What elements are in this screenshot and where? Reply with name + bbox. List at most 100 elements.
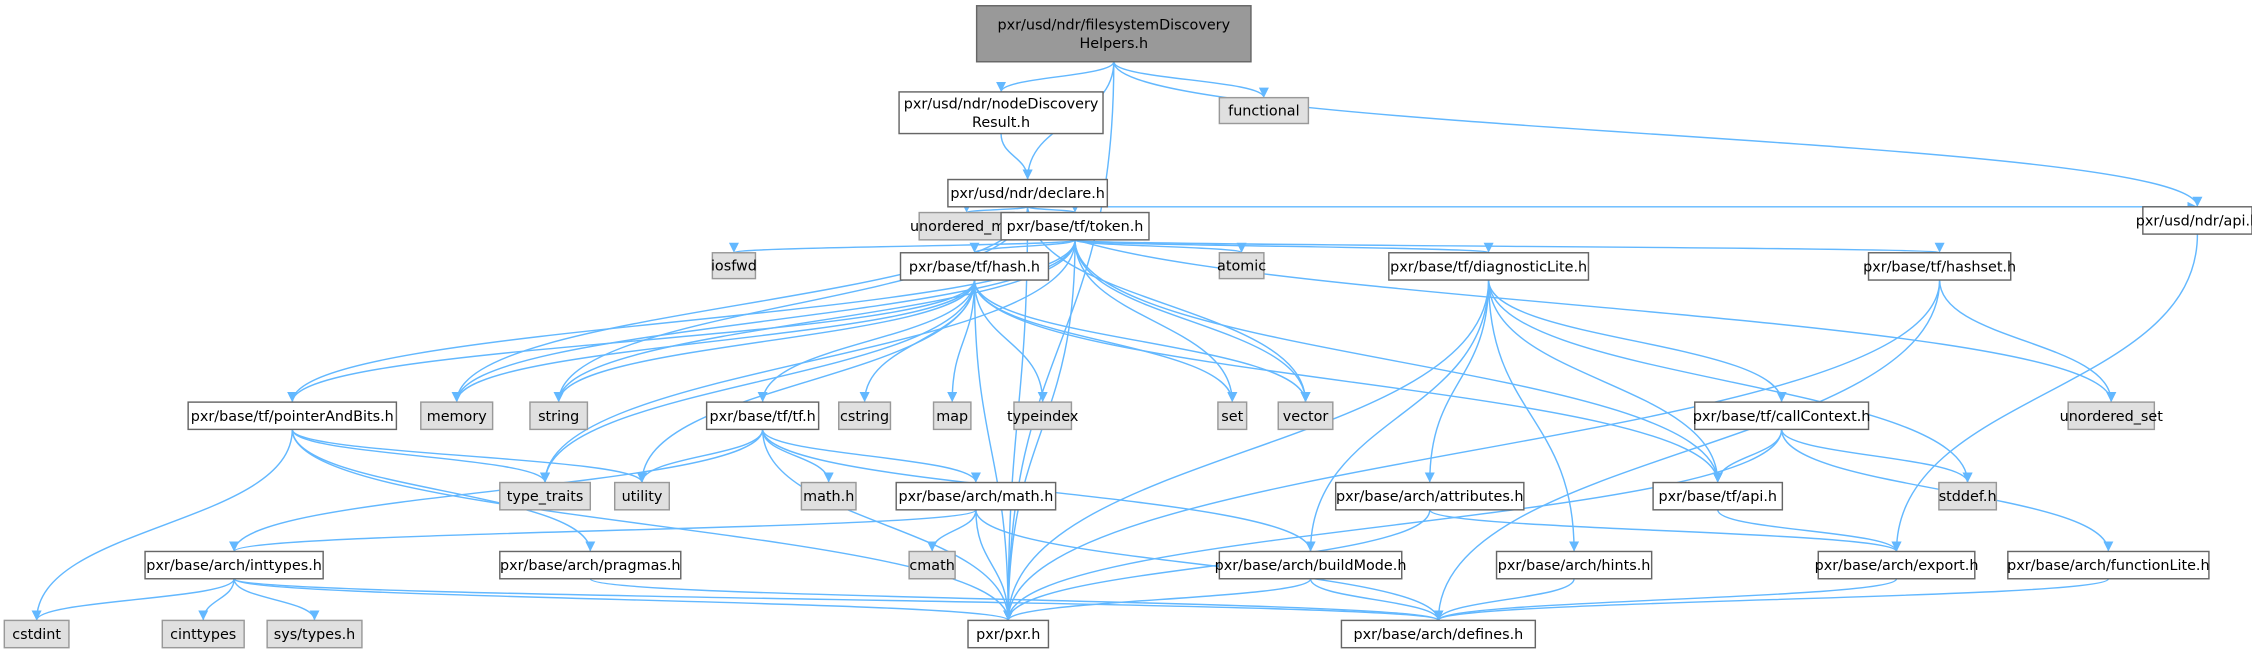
edge-ndrapi-to-export xyxy=(1891,234,2199,552)
edge-diag-to-pxr xyxy=(1003,280,1490,621)
node-buildmode[interactable]: pxr/base/arch/buildMode.h xyxy=(1215,550,1407,580)
edge-diag-to-attributes xyxy=(1424,280,1490,483)
node-memory: memory xyxy=(420,401,494,431)
edge-pab-to-type_traits xyxy=(291,429,550,483)
node-label: Result.h xyxy=(972,115,1030,131)
node-diag[interactable]: pxr/base/tf/diagnosticLite.h xyxy=(1388,252,1590,281)
edge-archmath-to-pxr xyxy=(975,509,1014,621)
edge-inttypes-to-cinttypes xyxy=(198,578,235,621)
node-box xyxy=(899,252,1050,281)
edge-declare-to-unordered_map xyxy=(961,202,1029,214)
edge-inttypes-to-defines xyxy=(233,578,1443,622)
edge-attributes-to-export xyxy=(1429,509,1902,553)
edge-hashset-to-pxr xyxy=(1003,280,1941,621)
node-box xyxy=(266,619,363,649)
node-box xyxy=(800,481,857,511)
node-box xyxy=(1218,96,1310,125)
edge-tf-to-inttypes xyxy=(229,429,764,552)
node-string: string xyxy=(529,401,589,431)
node-box xyxy=(908,550,956,580)
node-defines[interactable]: pxr/base/arch/defines.h xyxy=(1340,619,1537,649)
node-box xyxy=(1000,211,1150,241)
node-label: pxr/usd/ndr/declare.h xyxy=(950,186,1105,202)
edge-diag-to-callctx xyxy=(1487,280,1787,403)
node-label: pxr/base/arch/defines.h xyxy=(1354,627,1524,643)
node-label: pxr/base/arch/export.h xyxy=(1815,558,1979,574)
node-token[interactable]: pxr/base/tf/token.h xyxy=(1000,211,1150,241)
node-label: memory xyxy=(427,409,488,425)
node-funclite[interactable]: pxr/base/arch/functionLite.h xyxy=(2007,550,2210,580)
node-ndrapi[interactable]: pxr/usd/ndr/api.h xyxy=(2136,206,2252,235)
edge-declare-to-token xyxy=(1026,202,1080,214)
node-label: cstdint xyxy=(12,627,61,643)
node-box xyxy=(2007,550,2210,580)
edge-hash-to-tfapi xyxy=(973,280,1723,483)
node-box xyxy=(2142,206,2252,235)
node-set: set xyxy=(1217,401,1248,431)
node-hints[interactable]: pxr/base/arch/hints.h xyxy=(1495,550,1653,580)
node-box xyxy=(187,401,398,431)
node-tf[interactable]: pxr/base/tf/tf.h xyxy=(705,401,820,431)
node-tfapi[interactable]: pxr/base/tf/api.h xyxy=(1652,481,1784,511)
node-box xyxy=(420,401,494,431)
node-hashset[interactable]: pxr/base/tf/hashset.h xyxy=(1863,252,2016,281)
node-attributes[interactable]: pxr/base/arch/attributes.h xyxy=(1334,481,1525,511)
edge-export-to-defines xyxy=(1433,578,1898,622)
edge-diag-to-buildmode xyxy=(1305,280,1490,552)
edge-archmath-to-defines xyxy=(975,509,1444,621)
node-label: pxr/base/tf/tf.h xyxy=(710,409,816,425)
edge-hash-to-pxr xyxy=(973,280,1014,621)
node-callctx[interactable]: pxr/base/tf/callContext.h xyxy=(1693,401,1871,431)
node-declare[interactable]: pxr/usd/ndr/declare.h xyxy=(947,178,1109,208)
node-label: pxr/usd/ndr/filesystemDiscovery xyxy=(997,17,1230,33)
edge-hash-to-memory xyxy=(451,279,976,403)
node-box xyxy=(1938,481,1998,511)
edge-hash-to-pab xyxy=(287,279,976,403)
node-label: type_traits xyxy=(507,489,584,505)
edge-pragmas-to-defines xyxy=(589,578,1443,622)
edge-diag-to-stddef xyxy=(1487,280,1973,483)
node-pab[interactable]: pxr/base/tf/pointerAndBits.h xyxy=(187,401,398,431)
node-label: pxr/base/arch/pragmas.h xyxy=(500,558,681,574)
node-box xyxy=(1277,401,1334,431)
edge-callctx-to-stddef xyxy=(1780,429,1973,483)
node-iosfwd: iosfwd xyxy=(711,252,757,280)
node-pxr[interactable]: pxr/pxr.h xyxy=(967,619,1050,649)
edge-pab-to-pxr xyxy=(291,429,1014,621)
node-box xyxy=(1495,550,1653,580)
edge-hash-to-map xyxy=(947,280,976,403)
edge-inttypes-to-cstdint xyxy=(31,578,235,621)
node-box xyxy=(898,91,1104,135)
node-label: utility xyxy=(622,489,663,505)
edge-pab-to-utility xyxy=(291,429,647,483)
node-stddef: stddef.h xyxy=(1938,481,1998,511)
edge-token-to-tfapi xyxy=(1074,239,1723,483)
edge-hash-to-vector xyxy=(973,280,1311,403)
node-box xyxy=(1218,252,1265,280)
node-label: set xyxy=(1221,409,1243,425)
node-box xyxy=(1388,252,1590,281)
node-export[interactable]: pxr/base/arch/export.h xyxy=(1815,550,1979,580)
node-mathh: math.h xyxy=(800,481,857,511)
node-label: unordered_map xyxy=(910,219,1023,235)
edge-inttypes-to-pxr xyxy=(233,578,1013,622)
edge-diag-to-tfapi xyxy=(1487,280,1723,483)
node-label: sys/types.h xyxy=(274,627,356,643)
node-label: pxr/base/arch/buildMode.h xyxy=(1215,558,1407,574)
node-box xyxy=(144,550,324,580)
node-cstring: cstring xyxy=(838,401,892,431)
node-hash[interactable]: pxr/base/tf/hash.h xyxy=(899,252,1050,281)
node-archmath[interactable]: pxr/base/arch/math.h xyxy=(895,481,1057,511)
node-inttypes[interactable]: pxr/base/arch/inttypes.h xyxy=(144,550,324,580)
node-label: vector xyxy=(1283,409,1329,425)
node-label: pxr/base/tf/callContext.h xyxy=(1693,409,1871,425)
edge-main-to-functional xyxy=(1113,61,1269,98)
node-box xyxy=(1694,401,1870,431)
node-map: map xyxy=(932,401,972,431)
node-box xyxy=(613,481,670,511)
node-label: math.h xyxy=(803,489,854,505)
node-pragmas[interactable]: pxr/base/arch/pragmas.h xyxy=(499,550,682,580)
